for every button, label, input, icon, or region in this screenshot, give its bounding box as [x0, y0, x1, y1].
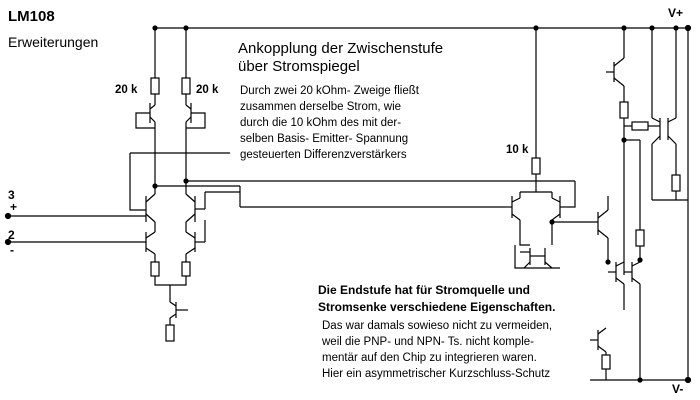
note-line-4: selben Basis- Emitter- Spannung [240, 133, 409, 145]
endstufe-line-1: Das war damals sowieso nicht zu vermeide… [322, 320, 553, 332]
pnp-mirror-right [185, 103, 206, 150]
section-heading-line-1: Ankopplung der Zwischenstufe [238, 40, 444, 57]
input-lines [4, 212, 146, 246]
driver-transistor [597, 196, 609, 262]
current-source-transistor [165, 301, 188, 342]
resistor-20k-left [150, 28, 160, 105]
supply-label-vplus: V+ [668, 6, 684, 20]
endstufe-bold-line-2: Stromsenke verschiedene Eigenschaften. [318, 300, 556, 314]
differential-pair-stage2 [505, 181, 598, 245]
section-heading-line-2: über Stromspiegel [238, 58, 360, 75]
input-transistors-lower [145, 220, 206, 262]
input-transistors-upper [145, 150, 206, 223]
note-line-1: Durch zwei 20 kOhm- Zweige fließt [240, 85, 419, 97]
endstufe-line-2: weil die PNP- und NPN- Ts. nicht komple- [322, 336, 534, 348]
pnp-mirror-left [135, 103, 156, 150]
endstufe-line-3: mentär auf den Chip zu integrieren waren… [322, 352, 537, 364]
resistor-10k [531, 25, 541, 192]
resistor-20k-right [181, 28, 191, 105]
endstufe-line-4: Hier ein asymmetrischer Kurzschluss-Schu… [322, 368, 551, 380]
endstufe-bold-line-1: Die Endstufe hat für Stromquelle und [318, 283, 531, 297]
pin-label-2: 2 [8, 228, 15, 242]
resistor-label-mid: 10 k [506, 144, 529, 156]
pin-label-3: 3 [8, 188, 15, 202]
resistor-label-left: 20 k [115, 84, 138, 96]
note-line-5: gesteuerten Differenzverstärkers [240, 149, 407, 161]
bias-line [129, 153, 146, 211]
output-stage [590, 25, 688, 383]
active-load-mirror [514, 240, 560, 269]
pin-plus-sign: + [10, 200, 18, 214]
pin-minus-sign: - [10, 243, 14, 257]
diagram-subtitle: Erweiterungen [8, 34, 99, 50]
diagram-title: LM108 [8, 8, 55, 25]
resistor-label-right: 20 k [196, 84, 219, 96]
supply-label-vminus: V- [672, 382, 684, 396]
note-line-3: durch die 10 kOhm des mit der- [240, 117, 402, 129]
note-line-2: zusammen derselbe Strom, wie [240, 101, 402, 113]
